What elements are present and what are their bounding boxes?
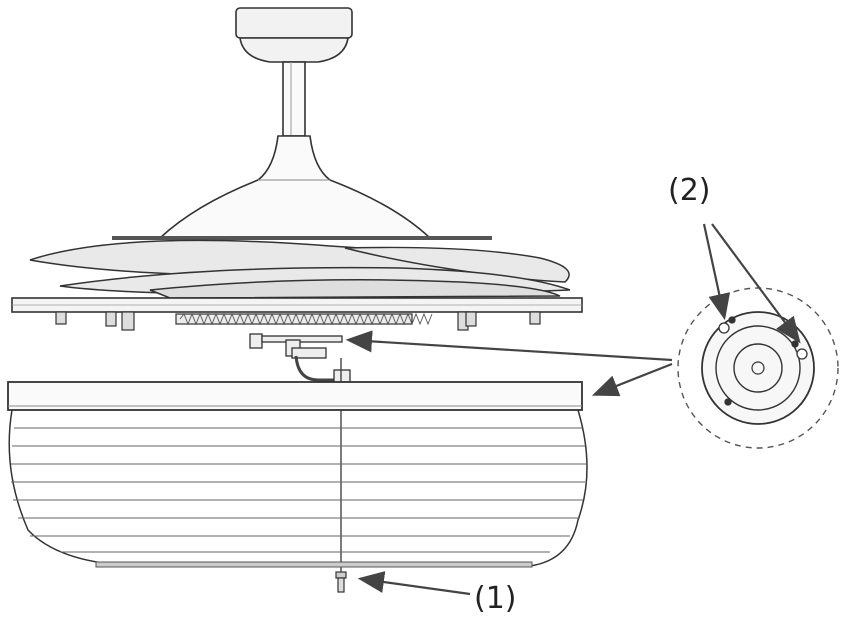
arrows: [345, 223, 801, 596]
arrow-to-bracket: [345, 330, 673, 362]
mounting-hole-marks: [718, 316, 808, 406]
fan-blades: [29, 239, 571, 299]
callout-label-mounting-holes: (2): [668, 173, 711, 208]
downrod: [282, 61, 306, 137]
detail-view-circle: [677, 287, 839, 449]
light-cover-bowl: [8, 409, 588, 568]
spring-mechanism: [175, 312, 433, 326]
ceiling-canopy: [235, 7, 353, 63]
mounting-bolts: [55, 311, 541, 331]
arrow-to-rim: [591, 362, 673, 397]
callout-label-screw: (1): [474, 581, 517, 616]
arrow-to-screw: [357, 571, 471, 596]
arrow-to-hole-left: [702, 223, 731, 321]
motor-housing: [112, 135, 492, 240]
arrow-to-hole-right: [711, 223, 801, 344]
light-cover-rim: [7, 381, 583, 411]
screw: [335, 571, 347, 593]
mounting-plate: [11, 297, 583, 331]
light-kit-bracket: [249, 333, 351, 383]
